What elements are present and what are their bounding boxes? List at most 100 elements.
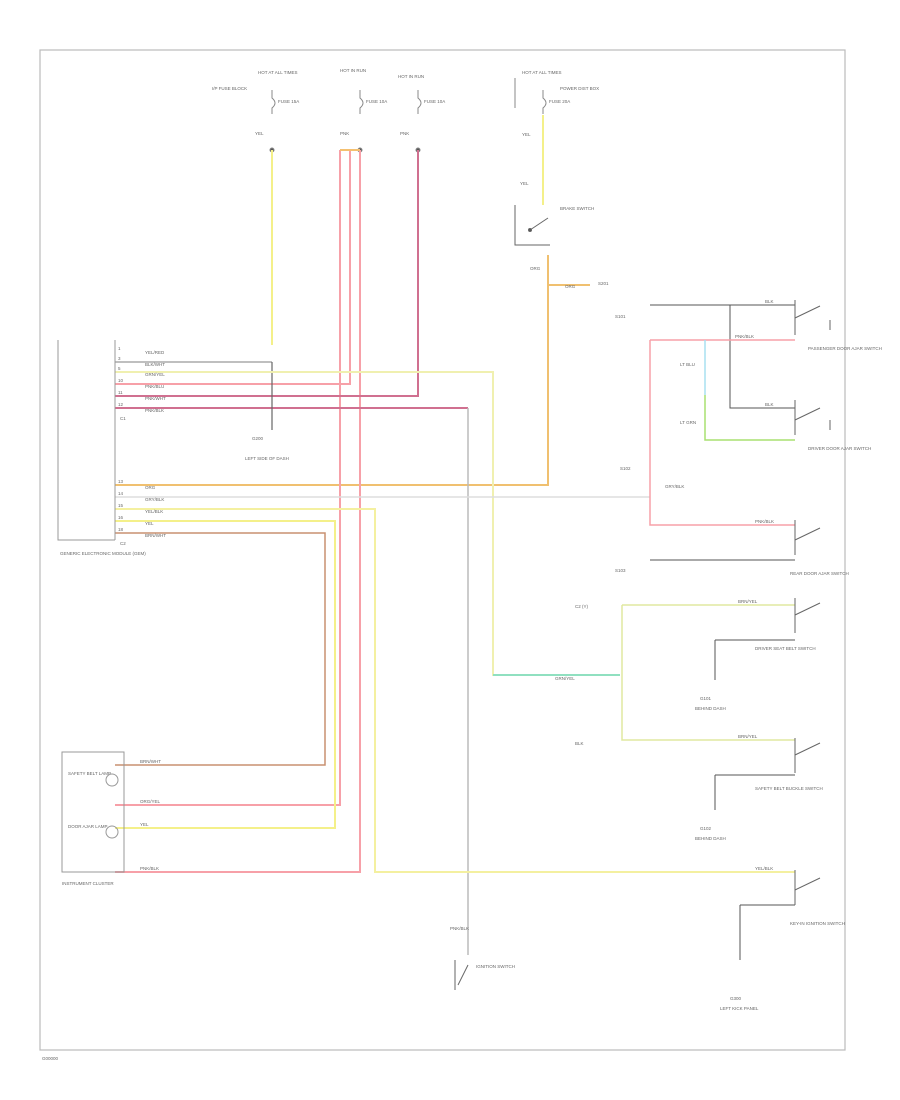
- pin: 1: [118, 346, 121, 351]
- cluster-wire-3: YEL: [140, 822, 149, 827]
- pin: 3: [118, 356, 121, 361]
- wire-pnk-b: [115, 150, 351, 385]
- pin-wire: BRN/WHT: [145, 533, 166, 538]
- pin: 16: [118, 515, 124, 520]
- wire-right-pnk-down: [649, 340, 795, 526]
- pin-wire: YEL/RED: [145, 350, 165, 355]
- right-wire-label-4: LT GRN: [680, 420, 696, 425]
- pin-wire: YEL: [145, 521, 154, 526]
- switch-6-wire: YEL/BLK: [755, 866, 773, 871]
- cluster-wire-4: PNK/BLK: [140, 866, 159, 871]
- fuse-2: [357, 90, 364, 153]
- cluster-wire-1: BRN/WHT: [140, 759, 161, 764]
- ground-1-label: G101: [700, 696, 712, 701]
- wire-yel-blk: [115, 508, 795, 873]
- wire-pnk-wht: [115, 150, 419, 397]
- fuse-4-header: HOT AT ALL TIMES: [522, 70, 562, 75]
- splice-2: S102: [620, 466, 631, 471]
- instrument-cluster: [61, 751, 125, 873]
- ground-mid-label: G200: [252, 436, 264, 441]
- fuse-3-header: HOT IN RUN: [398, 74, 424, 79]
- splice-top-note: ORG: [565, 284, 576, 289]
- right-wire-label-1: PNK/BLK: [735, 334, 754, 339]
- right-wire-label-6: BLK: [575, 741, 584, 746]
- right-wire-label-5: GRN/YEL: [555, 676, 575, 681]
- fuse-2-wire: PNK: [340, 131, 349, 136]
- pin-wire: GRN/YEL: [145, 372, 165, 377]
- ground-3-desc: LEFT KICK PANEL: [720, 1006, 759, 1011]
- brake-switch-wire-in: YEL: [520, 181, 529, 186]
- fuse-2-header: HOT IN RUN: [340, 68, 366, 73]
- splice-1: S101: [615, 314, 626, 319]
- connector-a: C1: [120, 416, 126, 421]
- ignition-switch-wire: PNK/BLK: [450, 926, 469, 931]
- wire-org: [115, 255, 549, 486]
- switch-5-label: SAFETY BELT BUCKLE SWITCH: [755, 786, 823, 791]
- brake-switch: [514, 205, 550, 246]
- lamp-2-label: DOOR AJAR LAMP: [68, 824, 108, 829]
- fuse-1-label: I/P FUSE BLOCK: [212, 86, 247, 91]
- wire-brn-wht: [115, 532, 326, 766]
- switch-1-label: PASSENGER DOOR AJAR SWITCH: [808, 346, 882, 351]
- splice-3: S103: [615, 568, 626, 573]
- diagram-border: [39, 49, 846, 1051]
- wire-pnk-a: [115, 150, 341, 806]
- fuse-1: [269, 90, 276, 153]
- fuse-1-wire: YEL: [255, 131, 264, 136]
- pin: 15: [118, 503, 124, 508]
- fuse-1-header: HOT AT ALL TIMES: [258, 70, 298, 75]
- switch-4-wire: BRN/YEL: [738, 599, 758, 604]
- wire-right-blk: [729, 305, 795, 409]
- switch-5-wire: BRN/YEL: [738, 734, 758, 739]
- pin-wire: PNK/BLK: [145, 408, 164, 413]
- switch-1-wire: BLK: [765, 299, 774, 304]
- splice-4: C2 (Y): [575, 604, 589, 609]
- ground-2-label: G102: [700, 826, 712, 831]
- ground-wire-2: [714, 774, 795, 810]
- ignition-switch-label: IGNITION SWITCH: [476, 964, 515, 969]
- wire-pnk-c: [115, 150, 361, 873]
- pin: 5: [118, 366, 121, 371]
- figure-id: G00000: [42, 1056, 59, 1061]
- pin-wire: PNK/WHT: [145, 396, 166, 401]
- switch-4-label: DRIVER SEAT BELT SWITCH: [755, 646, 816, 651]
- fuse-3-wire: PNK: [400, 131, 409, 136]
- pin: 10: [118, 378, 124, 383]
- pin: 12: [118, 402, 124, 407]
- gem-module: [57, 340, 116, 541]
- fuse-3-rating: FUSE 10A: [424, 99, 445, 104]
- ground-wire-3: [739, 904, 795, 960]
- wire-yel-c2: [115, 520, 336, 829]
- switch-6-label: KEY-IN IGNITION SWITCH: [790, 921, 845, 926]
- ground-3-label: G300: [730, 996, 742, 1001]
- wire-grn-yel: [115, 371, 620, 676]
- pin-wire: YEL/BLK: [145, 509, 163, 514]
- pin-wire: PNK/BLU: [145, 384, 164, 389]
- pin: 18: [118, 527, 124, 532]
- wire-brn-yel-2: [621, 605, 795, 741]
- brake-switch-label: BRAKE SWITCH: [560, 206, 594, 211]
- fuse-4-label: POWER DIST BOX: [560, 86, 599, 91]
- cluster-name: INSTRUMENT CLUSTER: [62, 881, 114, 886]
- switch-2-label: DRIVER DOOR AJAR SWITCH: [808, 446, 871, 451]
- ground-2-desc: BEHIND DASH: [695, 836, 726, 841]
- right-wire-label-2: GRY/BLK: [665, 484, 684, 489]
- brake-switch-wire-out: ORG: [530, 266, 541, 271]
- ground-mid-desc: LEFT SIDE OF DASH: [245, 456, 289, 461]
- lamp-1-label: SAFETY BELT LAMP: [68, 771, 111, 776]
- gem-module-name: GENERIC ELECTRONIC MODULE (GEM): [60, 551, 146, 556]
- right-switches: [794, 300, 831, 905]
- ignition-switch: [454, 960, 469, 990]
- splice-top-label: S201: [598, 281, 609, 286]
- cluster-wire-2: ORG/YEL: [140, 799, 161, 804]
- fuse-4-wire: YEL: [522, 132, 531, 137]
- pin-wire: GRY/BLK: [145, 497, 164, 502]
- pin: 13: [118, 479, 124, 484]
- fuse-4: [514, 78, 547, 114]
- fuse-4-rating: FUSE 20A: [549, 99, 570, 104]
- switch-3-label: REAR DOOR AJAR SWITCH: [790, 571, 849, 576]
- wire-lt-grn: [704, 395, 795, 441]
